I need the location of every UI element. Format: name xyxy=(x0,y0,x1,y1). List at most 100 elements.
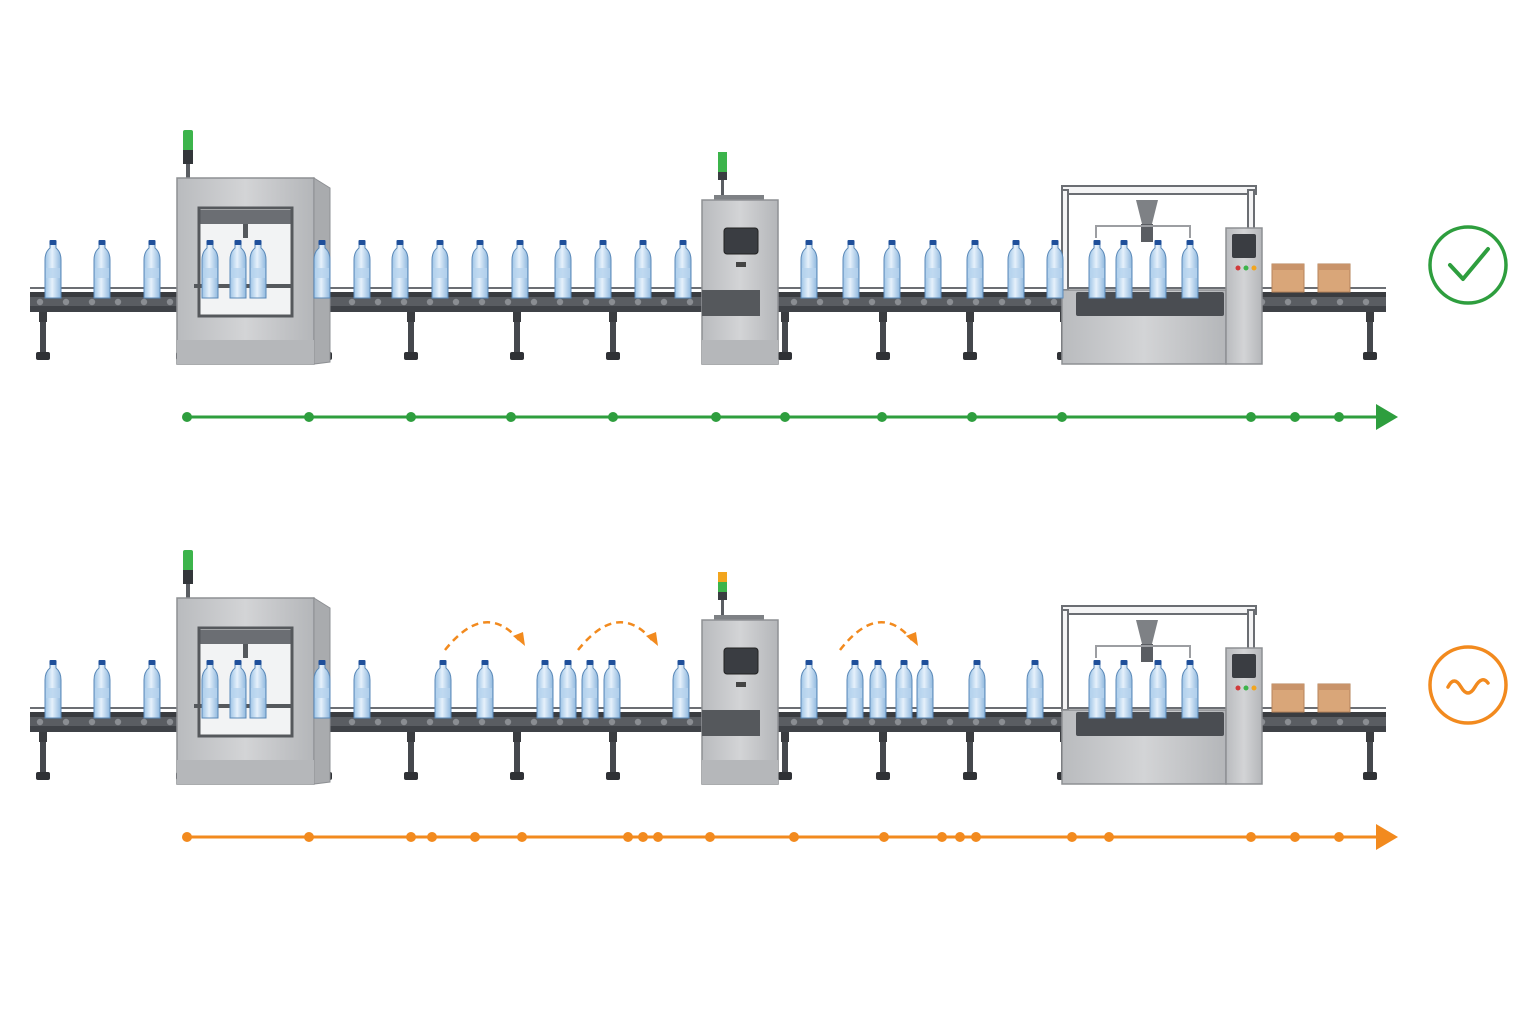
status-light-green xyxy=(183,550,193,572)
bottle-cap xyxy=(318,240,326,245)
timeline-pulse-dot xyxy=(182,412,192,422)
leg-post xyxy=(514,742,520,774)
belt-roller xyxy=(530,298,538,306)
water-bottle xyxy=(201,660,219,719)
bottle-label xyxy=(436,688,450,698)
belt-roller xyxy=(556,298,564,306)
gap-arrows-unstable xyxy=(444,620,918,651)
tower-light-base xyxy=(183,150,193,164)
belt-roller xyxy=(634,718,642,726)
bottle-cap xyxy=(206,240,214,245)
bottle-label xyxy=(918,688,932,698)
case-packer xyxy=(1061,185,1351,365)
belt-roller xyxy=(1362,298,1370,306)
bottle-cap xyxy=(396,240,404,245)
bottle-cap xyxy=(98,660,106,665)
water-bottle xyxy=(1115,660,1133,719)
water-bottle xyxy=(143,660,161,719)
picker-arm xyxy=(1141,644,1153,662)
timeline-pulse-dot xyxy=(653,832,663,842)
water-bottle xyxy=(968,660,986,719)
belt-roller xyxy=(530,718,538,726)
bottle-cap xyxy=(358,660,366,665)
timeline-pulse-dot xyxy=(1246,412,1256,422)
belt-roller xyxy=(816,718,824,726)
hmi-screen xyxy=(1232,654,1256,678)
bottle-label xyxy=(926,268,940,278)
bottle-cap xyxy=(1186,660,1194,665)
filler-base xyxy=(177,760,314,784)
bottle-label xyxy=(393,268,407,278)
belt-roller xyxy=(894,298,902,306)
timeline-pulse-dot xyxy=(1057,412,1067,422)
inspection-cabinet xyxy=(701,199,779,365)
timeline-pulse-dot xyxy=(1290,412,1300,422)
bottle-cap xyxy=(805,660,813,665)
bottle-label xyxy=(802,268,816,278)
bottle-label xyxy=(251,268,265,278)
leg-foot xyxy=(404,772,418,780)
belt-roller xyxy=(582,298,590,306)
indicator-slot xyxy=(736,262,746,267)
leg-foot xyxy=(778,352,792,360)
timeline-pulse-dot xyxy=(877,412,887,422)
leg-bracket xyxy=(407,732,415,742)
bottle-cap xyxy=(49,240,57,245)
water-bottle xyxy=(229,240,247,299)
timeline-pulse-dot xyxy=(780,412,790,422)
wave-icon xyxy=(1446,678,1490,695)
bottle-cap xyxy=(358,240,366,245)
bottle-cap xyxy=(148,660,156,665)
bottle-cap xyxy=(254,660,262,665)
tower-pole xyxy=(721,600,724,618)
leg-post xyxy=(782,742,788,774)
timeline-pulse-dot xyxy=(1334,832,1344,842)
water-bottle xyxy=(916,660,934,719)
status-light-green xyxy=(183,130,193,152)
timeline-pulse-dot xyxy=(517,832,527,842)
reject-chute xyxy=(702,710,760,736)
bottle-label xyxy=(473,268,487,278)
leg-post xyxy=(610,322,616,354)
production-row-steady xyxy=(30,130,1508,430)
bottle-cap xyxy=(1051,240,1059,245)
leg-foot xyxy=(606,352,620,360)
filler-nozzle xyxy=(243,644,248,658)
timeline-pulse-dot xyxy=(711,412,721,422)
belt-roller xyxy=(556,718,564,726)
timeline-pulse-dot xyxy=(1104,832,1114,842)
belt-roller xyxy=(790,298,798,306)
belt-roller xyxy=(452,718,460,726)
bottle-cap xyxy=(679,240,687,245)
belt-roller xyxy=(1310,718,1318,726)
water-bottle xyxy=(895,660,913,719)
water-bottle xyxy=(434,660,452,719)
water-bottle xyxy=(966,240,984,299)
bottle-cap xyxy=(439,660,447,665)
bottle-label xyxy=(1151,688,1165,698)
bottle-cap xyxy=(1154,240,1162,245)
cabinet-top xyxy=(714,615,764,621)
shipping-box xyxy=(1317,263,1351,293)
water-bottle xyxy=(201,240,219,299)
belt-roller xyxy=(400,298,408,306)
water-bottle xyxy=(313,240,331,299)
bottle-label xyxy=(95,688,109,698)
conveyor-leg xyxy=(510,312,524,360)
indicator-slot xyxy=(736,682,746,687)
mode-button xyxy=(1251,265,1257,271)
leg-bracket xyxy=(966,312,974,322)
leg-foot xyxy=(36,352,50,360)
bottle-cap xyxy=(318,660,326,665)
bottle-label xyxy=(605,688,619,698)
bottle-gap-arrow xyxy=(839,620,918,651)
leg-foot xyxy=(778,772,792,780)
water-bottle xyxy=(554,240,572,299)
belt-roller xyxy=(920,298,928,306)
water-bottle xyxy=(476,660,494,719)
water-bottle xyxy=(559,660,577,719)
bottle-label xyxy=(844,268,858,278)
gantry-beam xyxy=(1061,185,1257,195)
status-indicator xyxy=(1428,225,1508,305)
